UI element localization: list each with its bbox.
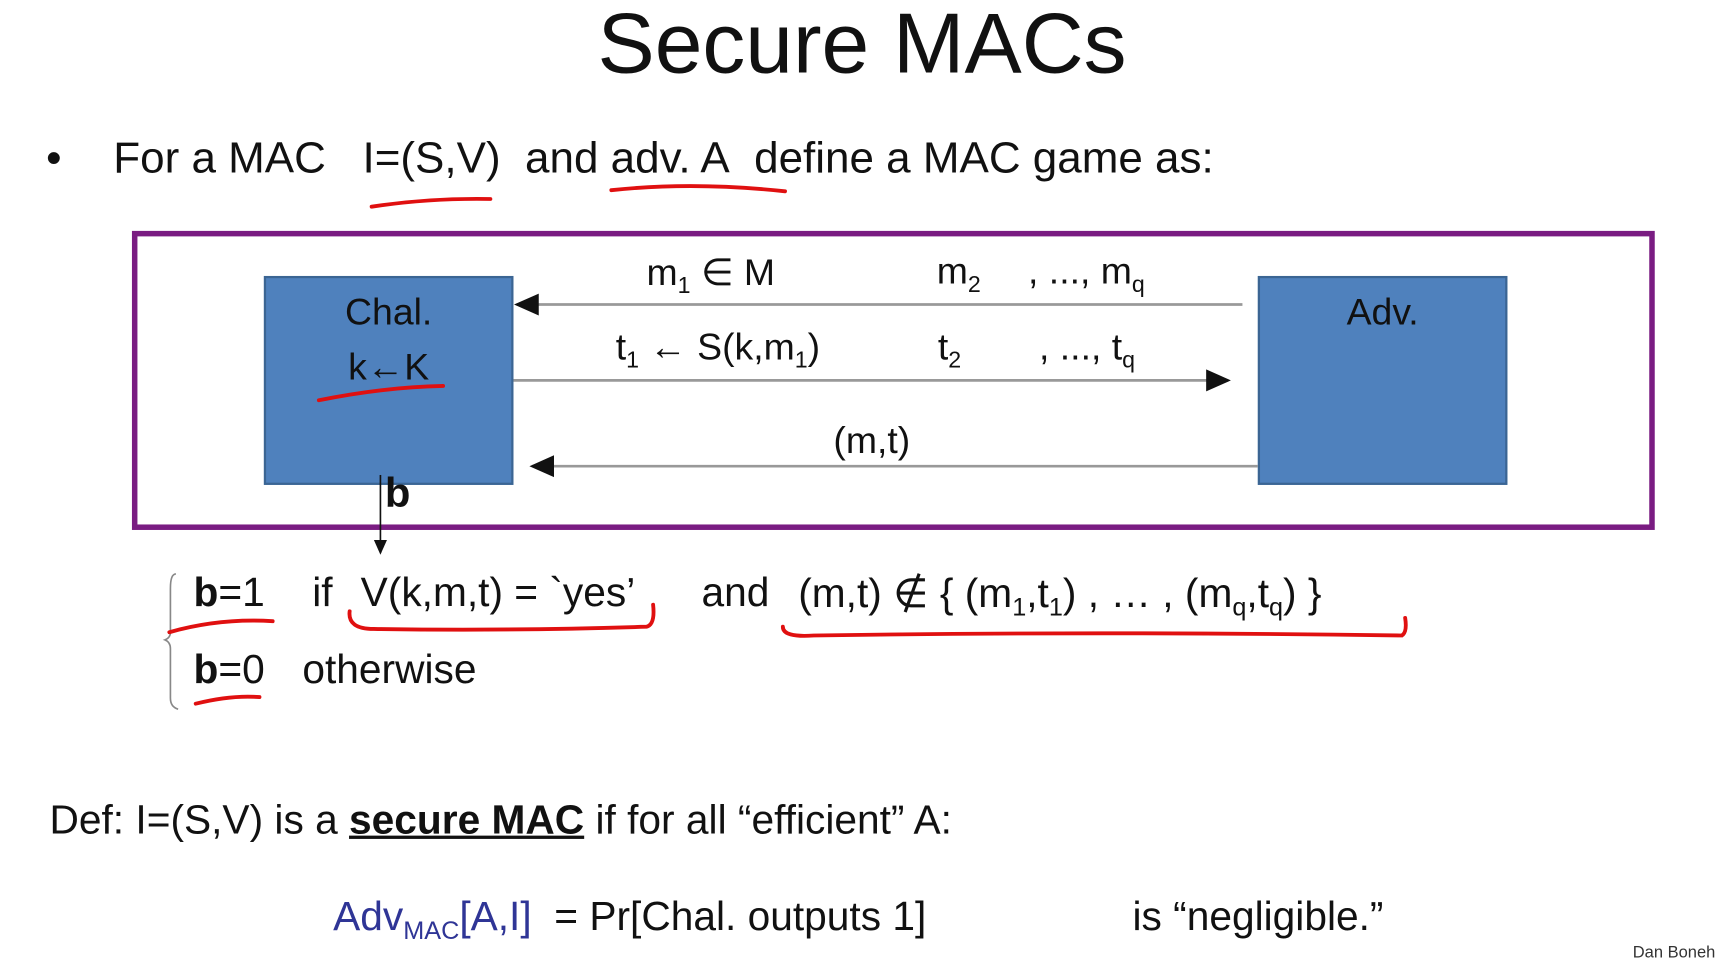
- challenger-box: Chal. k←K: [263, 275, 514, 485]
- bullet-and: and: [525, 134, 599, 183]
- bullet-prefix: For a MAC: [113, 134, 326, 183]
- bullet-marker: •: [46, 134, 62, 183]
- condition-verify: V(k,m,t) = `yes’: [360, 569, 636, 615]
- author-credit: Dan Boneh: [1632, 943, 1716, 958]
- tag-rest: , ..., tq: [1039, 326, 1136, 374]
- bullet-adv: adv. A: [610, 134, 730, 183]
- red-ink-annotations: [167, 184, 1408, 706]
- output-b: b: [384, 470, 411, 517]
- ink-underline-verify: [347, 602, 656, 632]
- ink-underline-notin: [780, 615, 1408, 638]
- query-rest: , ..., mq: [1028, 250, 1145, 298]
- ink-underline-adv: [609, 184, 787, 194]
- ink-underline-b0: [193, 694, 262, 706]
- definition: Def: I=(S,V) is a secure MAC if for all …: [49, 797, 952, 843]
- tag-second: t2: [937, 326, 962, 374]
- query-first: m1 ∈ M: [646, 251, 776, 299]
- condition-and: and: [701, 569, 770, 615]
- query-second: m2: [936, 250, 981, 298]
- advantage-term: AdvMAC[A,I]: [333, 893, 532, 945]
- challenger-label: Chal.: [345, 291, 433, 334]
- advantage-tail: is “negligible.”: [1132, 893, 1384, 939]
- forgery-label: (m,t): [833, 420, 911, 462]
- condition-b1: b=1: [193, 569, 265, 615]
- slide-title: Secure MACs: [597, 0, 1127, 92]
- ink-underline-key: [316, 384, 446, 403]
- game-frame: [131, 230, 1655, 530]
- bullet-mac: I=(S,V): [362, 134, 501, 183]
- adversary-box: Adv.: [1257, 275, 1508, 485]
- advantage-definition: AdvMAC[A,I] = Pr[Chal. outputs 1]: [333, 893, 927, 945]
- adversary-label: Adv.: [1346, 291, 1419, 334]
- condition-if: if: [312, 569, 333, 615]
- condition-otherwise: otherwise: [302, 646, 477, 692]
- definition-term: secure MAC: [349, 797, 585, 843]
- challenger-key: k←K: [348, 346, 430, 389]
- ink-underline-b1: [167, 618, 275, 635]
- condition-b0: b=0: [193, 646, 265, 692]
- bullet-suffix: define a MAC game as:: [754, 134, 1214, 183]
- ink-underline-mac: [369, 196, 493, 209]
- bullet-text: For a MAC I=(S,V) and adv. A define a MA…: [113, 134, 1213, 183]
- cases-brace: [162, 573, 179, 710]
- tag-first: t1 ← S(k,m1): [615, 326, 821, 374]
- condition-notin: (m,t) ∉ { (m1,t1) , … , (mq,tq) }: [798, 570, 1322, 622]
